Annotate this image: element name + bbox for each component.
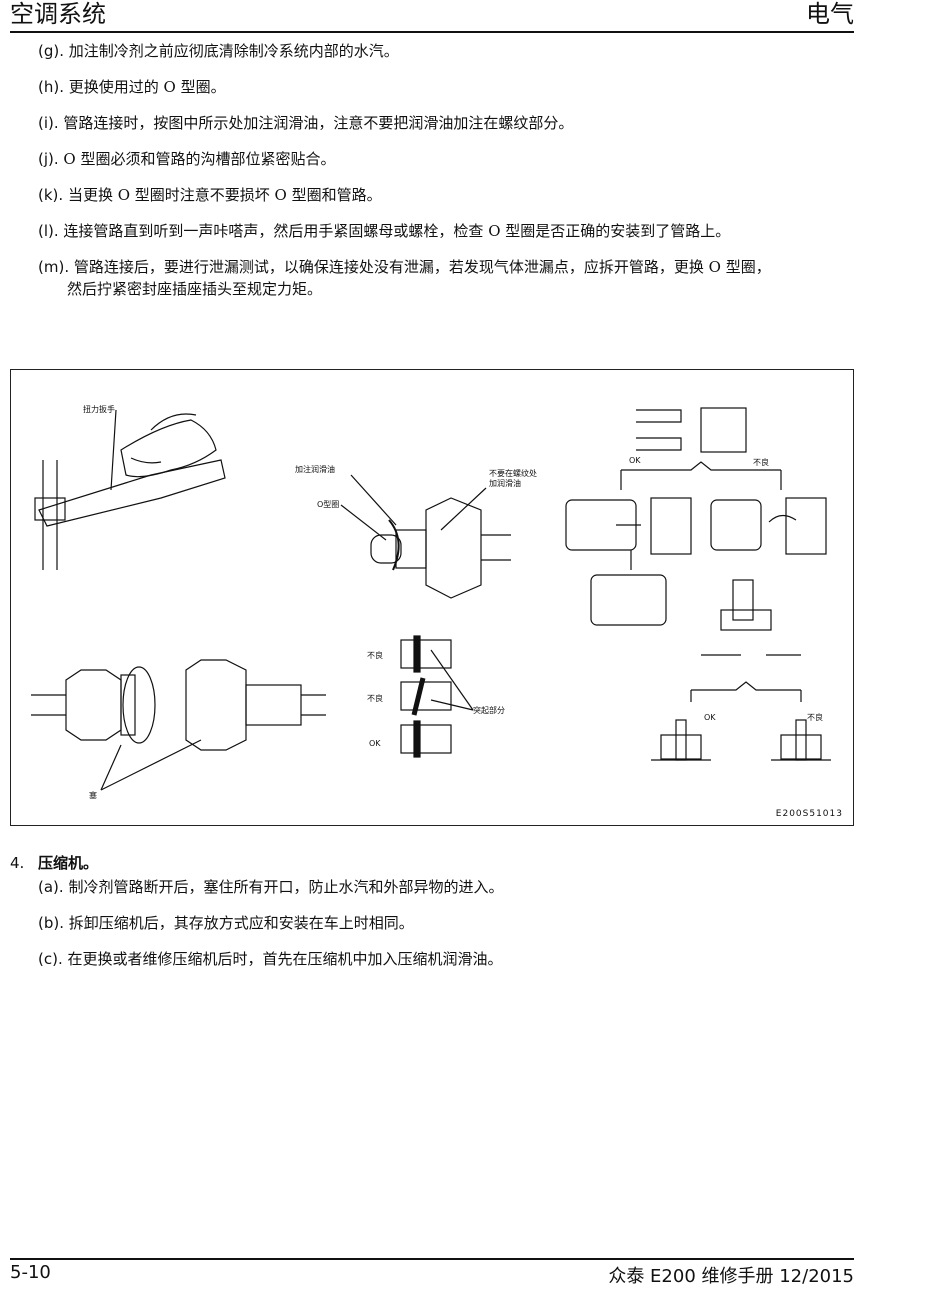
item-text: O 型圈必须和管路的沟槽部位紧密贴合。: [63, 150, 336, 168]
item-label: (j).: [38, 150, 59, 168]
item-text: 当更换 O 型圈时注意不要损坏 O 型圈和管路。: [67, 186, 382, 204]
list-item: (c). 在更换或者维修压缩机后时，首先在压缩机中加入压缩机润滑油。: [38, 948, 854, 970]
page-header: 空调系统 电气: [10, 0, 854, 34]
plug-drawing: [31, 659, 326, 791]
list-item: (b). 拆卸压缩机后，其存放方式应和安装在车上时相同。: [38, 912, 854, 934]
page-number: 5-10: [10, 1262, 51, 1283]
section-heading: 4. 压缩机。: [10, 852, 854, 874]
label-protrusion: 突起部分: [473, 705, 505, 715]
footer-rule: [10, 1258, 854, 1260]
list-item: (i). 管路连接时，按图中所示处加注润滑油，注意不要把润滑油加注在螺纹部分。: [38, 112, 858, 134]
item-label: (g).: [38, 42, 64, 60]
illustration-figure: 扭力扳手 加注润滑油 不要在螺纹处 加润滑油 O型圈 塞 不良 不良 OK 突起…: [10, 369, 854, 826]
label-no-oil-thread-2: 加润滑油: [489, 478, 521, 488]
label-ok-top: OK: [629, 456, 641, 465]
item-text: 拆卸压缩机后，其存放方式应和安装在车上时相同。: [68, 914, 414, 932]
label-torque-wrench: 扭力扳手: [83, 404, 115, 414]
oring-comparison-drawing: [400, 635, 474, 758]
torque-wrench-drawing: [34, 409, 226, 570]
label-bad-1: 不良: [367, 650, 383, 660]
label-bad-top: 不良: [753, 457, 769, 467]
item-label: (m).: [38, 258, 70, 276]
page-footer: 5-10 众泰 E200 维修手册 12/2015: [10, 1258, 854, 1288]
oring-fitting-drawing: [340, 474, 511, 599]
list-item: (j). O 型圈必须和管路的沟槽部位紧密贴合。: [38, 148, 858, 170]
item-text: 管路连接时，按图中所示处加注润滑油，注意不要把润滑油加注在螺纹部分。: [63, 114, 574, 132]
item-text: 加注制冷剂之前应彻底清除制冷系统内部的水汽。: [68, 42, 399, 60]
label-no-oil-thread-1: 不要在螺纹处: [489, 468, 537, 478]
item-label: (h).: [38, 78, 64, 96]
item-text: 连接管路直到听到一声咔嗒声，然后用手紧固螺母或螺栓，检查 O 型圈是否正确的安装…: [63, 222, 731, 240]
item-label: (b).: [38, 914, 64, 932]
list-item: (k). 当更换 O 型圈时注意不要损坏 O 型圈和管路。: [38, 184, 858, 206]
section-heading-text: 压缩机。: [38, 854, 99, 872]
item-text: 制冷剂管路断开后，塞住所有开口，防止水汽和外部异物的进入。: [68, 878, 504, 896]
list-item: (m). 管路连接后，要进行泄漏测试，以确保连接处没有泄漏，若发现气体泄漏点，应…: [38, 256, 858, 300]
label-oil-here: 加注润滑油: [295, 464, 335, 474]
list-item: (l). 连接管路直到听到一声咔嗒声，然后用手紧固螺母或螺栓，检查 O 型圈是否…: [38, 220, 858, 242]
section-number: 4.: [10, 854, 25, 872]
item-text-continuation: 然后拧紧密封座插座插头至规定力矩。: [67, 280, 323, 298]
header-rule: [10, 31, 854, 33]
item-label: (c).: [38, 950, 63, 968]
item-text: 在更换或者维修压缩机后时，首先在压缩机中加入压缩机润滑油。: [67, 950, 503, 968]
chapter-title: 空调系统: [10, 0, 106, 28]
compressor-section: 4. 压缩机。 (a). 制冷剂管路断开后，塞住所有开口，防止水汽和外部异物的进入…: [10, 852, 854, 984]
label-plug: 塞: [89, 790, 97, 800]
label-ok-bottom: OK: [704, 713, 716, 722]
instruction-list: (g). 加注制冷剂之前应彻底清除制冷系统内部的水汽。 (h). 更换使用过的 …: [38, 40, 858, 314]
illustration-drawing: 扭力扳手 加注润滑油 不要在螺纹处 加润滑油 O型圈 塞 不良 不良 OK 突起…: [31, 404, 831, 800]
item-label: (k).: [38, 186, 64, 204]
manual-title: 众泰 E200 维修手册 12/2015: [608, 1266, 854, 1287]
figure-code: E200S51013: [775, 809, 843, 819]
item-text: 管路连接后，要进行泄漏测试，以确保连接处没有泄漏，若发现气体泄漏点，应拆开管路，…: [73, 258, 771, 276]
item-label: (l).: [38, 222, 59, 240]
list-item: (g). 加注制冷剂之前应彻底清除制冷系统内部的水汽。: [38, 40, 858, 62]
label-oring: O型圈: [317, 500, 339, 509]
item-label: (i).: [38, 114, 59, 132]
label-bad-2: 不良: [367, 693, 383, 703]
label-bad-bottom: 不良: [807, 712, 823, 722]
section-title: 电气: [806, 0, 854, 28]
connection-flow-drawing: [565, 407, 831, 761]
list-item: (h). 更换使用过的 O 型圈。: [38, 76, 858, 98]
item-label: (a).: [38, 878, 64, 896]
item-text: 更换使用过的 O 型圈。: [68, 78, 226, 96]
label-ok-1: OK: [369, 739, 381, 748]
list-item: (a). 制冷剂管路断开后，塞住所有开口，防止水汽和外部异物的进入。: [38, 876, 854, 898]
